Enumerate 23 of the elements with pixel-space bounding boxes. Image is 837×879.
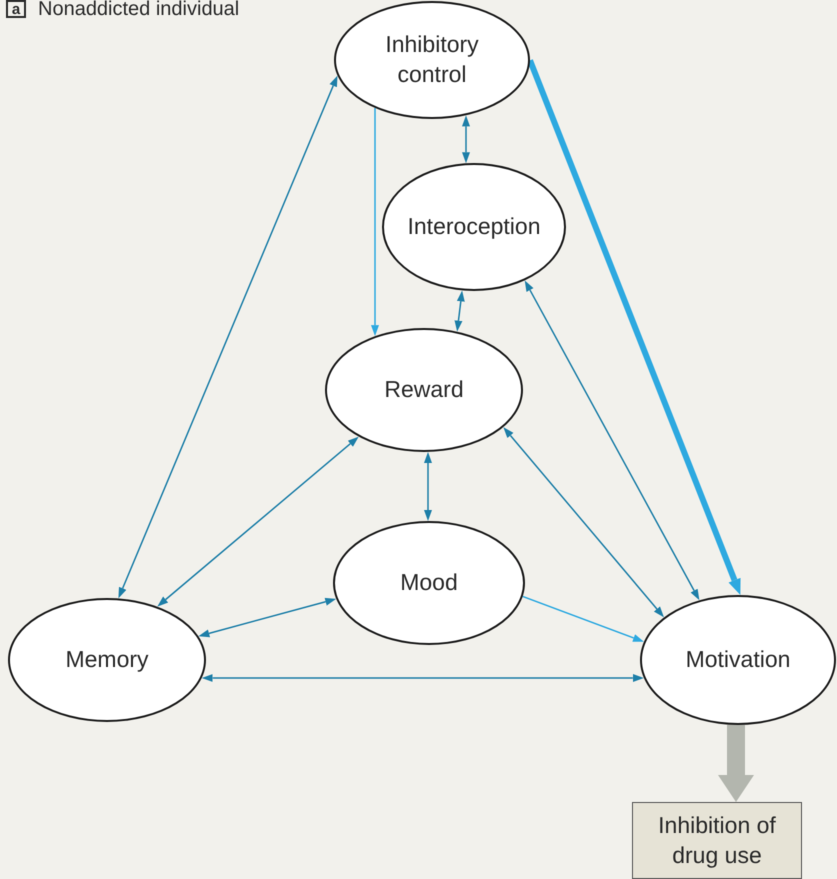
- node-label: Reward: [383, 375, 465, 404]
- node-label: Inhibitory control: [384, 30, 480, 89]
- panel-letter: a: [6, 0, 26, 18]
- node-label: Inhibition of drug use: [657, 810, 777, 870]
- diagram-title: Nonaddicted individual: [38, 0, 240, 21]
- node-label: Interoception: [406, 212, 542, 242]
- arrow: [522, 596, 644, 642]
- arrow: [202, 674, 644, 682]
- arrow: [503, 427, 664, 618]
- arrow: [157, 436, 359, 607]
- arrow: [198, 598, 336, 638]
- node-label: Motivation: [684, 645, 792, 674]
- arrow: [527, 59, 741, 596]
- outcome-box: [632, 802, 802, 879]
- node-label: Mood: [399, 568, 459, 598]
- arrow: [524, 280, 700, 600]
- arrow: [462, 115, 470, 164]
- arrow: [454, 290, 465, 332]
- arrow: [424, 452, 432, 521]
- arrow: [371, 108, 379, 336]
- node-label: Memory: [64, 645, 150, 674]
- arrow: [718, 724, 754, 802]
- arrow: [118, 76, 338, 598]
